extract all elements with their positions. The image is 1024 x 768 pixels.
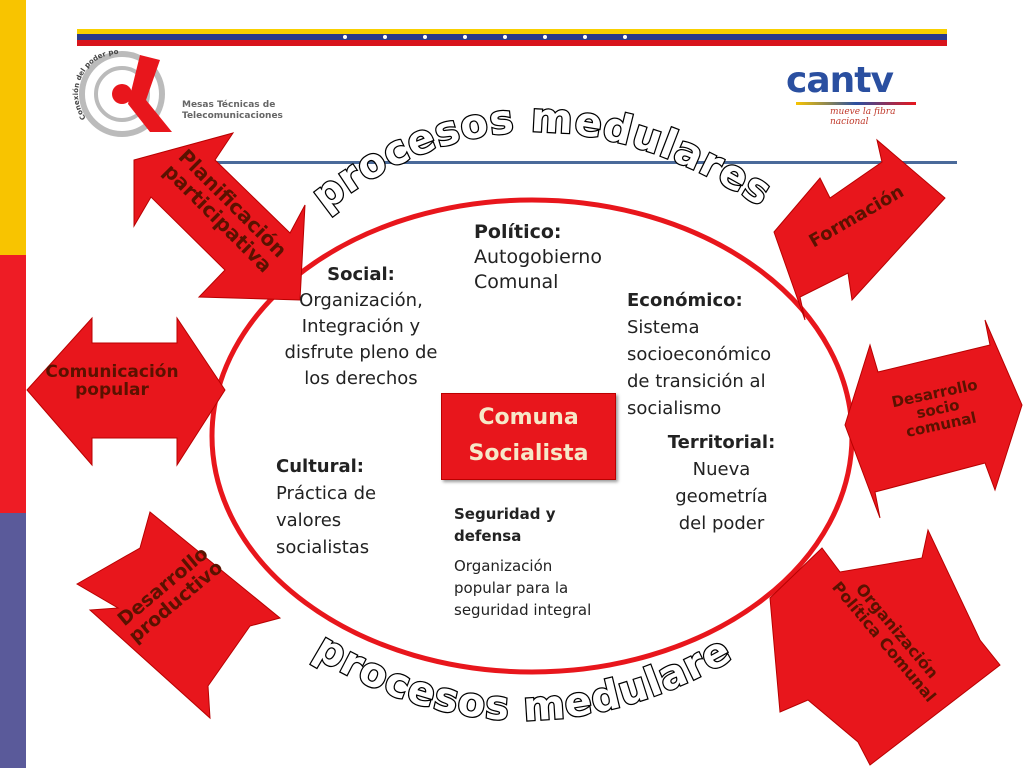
arrow-planificacion-shape (133, 132, 306, 301)
dimension-cultural: Cultural: Práctica de valores socialista… (276, 453, 376, 561)
header-divider (160, 161, 957, 164)
cultural-line3: socialistas (276, 537, 370, 558)
politico-title: Político: (474, 221, 562, 243)
arrow-comunicacion-shape (26, 316, 226, 467)
cultural-title: Cultural: (276, 456, 365, 477)
dimension-seguridad: Seguridad y defensa Organización popular… (454, 503, 591, 621)
flag-blue-stripe (77, 34, 947, 40)
economico-line4: socialismo (627, 398, 722, 419)
cultural-line2: valores (276, 510, 342, 531)
flag-stars (343, 35, 627, 39)
band-blue (0, 513, 26, 768)
flag-red-stripe (77, 40, 947, 46)
arrow-label-comunicacion: Comunicación popular (32, 362, 192, 400)
comunicacion-line2: popular (75, 379, 149, 400)
economico-line1: Sistema (627, 317, 700, 338)
seguridad-title-line2: defensa (454, 527, 522, 545)
dimension-economico: Económico: Sistema socioeconómico de tra… (627, 287, 771, 422)
economico-line3: de transición al (627, 371, 766, 392)
social-line2: Integración y (301, 316, 421, 337)
cantv-stripe (796, 102, 916, 105)
cultural-line1: Práctica de (276, 483, 377, 504)
dimension-territorial: Territorial: Nueva geometría del poder (644, 429, 799, 537)
dimension-social: Social: Organización, Integración y disf… (258, 262, 464, 392)
comunicacion-line1: Comunicación (45, 362, 179, 382)
politico-line2: Comunal (474, 271, 559, 293)
social-line1: Organización, (299, 290, 423, 311)
cantv-tagline: mueve la fibra nacional (830, 107, 896, 127)
territorial-line1: Nueva (692, 459, 751, 480)
arrow-organizacion-shape (769, 528, 1001, 766)
comuna-socialista-box: Comuna Socialista (441, 393, 616, 480)
economico-title: Económico: (627, 290, 743, 311)
social-line4: los derechos (304, 368, 418, 389)
mesas-line2: Telecomunicaciones (182, 111, 283, 121)
territorial-line3: del poder (678, 513, 765, 534)
territorial-line2: geometría (675, 486, 768, 507)
social-title: Social: (327, 264, 395, 285)
flag-yellow-stripe (77, 29, 947, 34)
social-line3: disfrute pleno de (284, 342, 438, 363)
comuna-line2: Socialista (468, 441, 589, 466)
mesas-tecnicas-label: Mesas Técnicas de Telecomunicaciones (182, 100, 283, 122)
seguridad-line1: Organización (454, 557, 553, 575)
arrow-desarrollo-productivo-shape (76, 511, 282, 720)
seguridad-line3: seguridad integral (454, 601, 592, 619)
mesas-line1: Mesas Técnicas de (182, 100, 276, 110)
band-yellow (0, 0, 26, 255)
arrow-desarrollo-socio-shape (844, 319, 1023, 519)
economico-line2: socioeconómico (627, 344, 772, 365)
mesas-tecnicas-logo-icon (79, 51, 172, 137)
dimension-politico: Político: Autogobierno Comunal (474, 220, 602, 295)
band-red (0, 255, 26, 513)
territorial-title: Territorial: (667, 432, 776, 453)
politico-line1: Autogobierno (474, 246, 602, 268)
seguridad-title-line1: Seguridad y (454, 505, 556, 523)
cantv-wordmark: cantv (786, 60, 894, 101)
seguridad-line2: popular para la (454, 579, 569, 597)
comuna-line1: Comuna (478, 405, 579, 430)
seguridad-gap (454, 547, 591, 555)
cantv-logo: cantv mueve la fibra nacional (786, 62, 936, 127)
arrow-formacion-shape (773, 138, 946, 321)
